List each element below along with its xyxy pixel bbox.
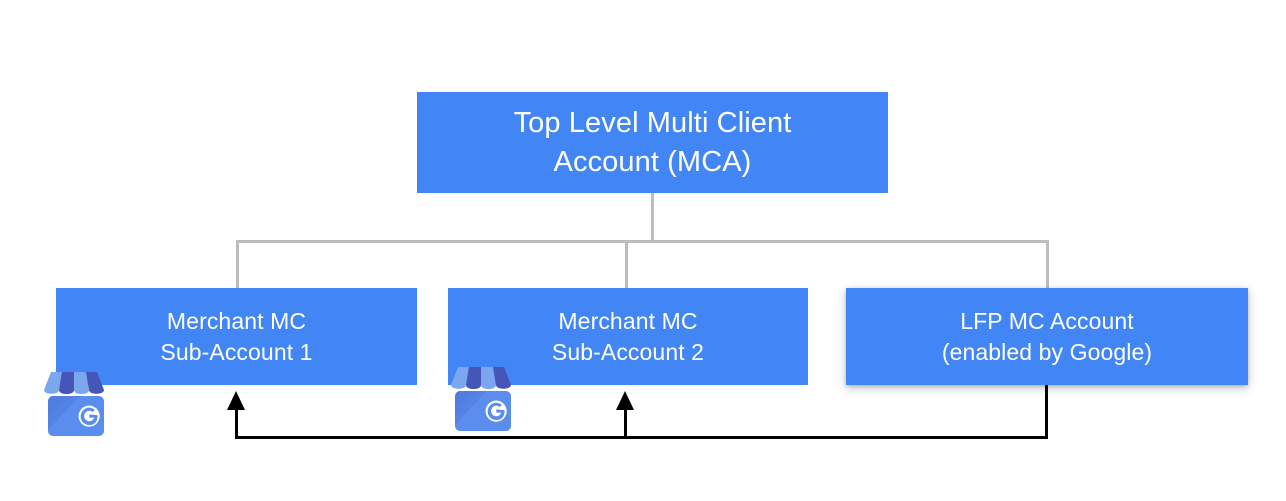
feedback-edge-horizontal — [235, 436, 1048, 439]
connector-horizontal-bus — [236, 240, 1049, 243]
google-my-business-icon — [447, 363, 519, 435]
google-my-business-icon — [40, 368, 112, 440]
node-merchant-mc-sub-account-2[interactable]: Merchant MC Sub-Account 2 — [448, 288, 808, 385]
feedback-edge-riser-merchant-2 — [624, 404, 627, 437]
node-top-level-mca[interactable]: Top Level Multi Client Account (MCA) — [417, 92, 888, 193]
connector-mca-stem — [651, 193, 654, 243]
connector-drop-merchant-2 — [625, 240, 628, 288]
node-merchant-mc-sub-account-1[interactable]: Merchant MC Sub-Account 1 — [56, 288, 417, 385]
arrow-head-merchant-2 — [616, 391, 634, 410]
connector-drop-lfp — [1046, 240, 1049, 288]
node-lfp-mc-account[interactable]: LFP MC Account (enabled by Google) — [846, 288, 1248, 385]
arrow-head-merchant-1 — [227, 391, 245, 410]
feedback-edge-riser-merchant-1 — [235, 404, 238, 437]
feedback-edge-lfp-riser — [1045, 385, 1048, 438]
connector-drop-merchant-1 — [236, 240, 239, 288]
